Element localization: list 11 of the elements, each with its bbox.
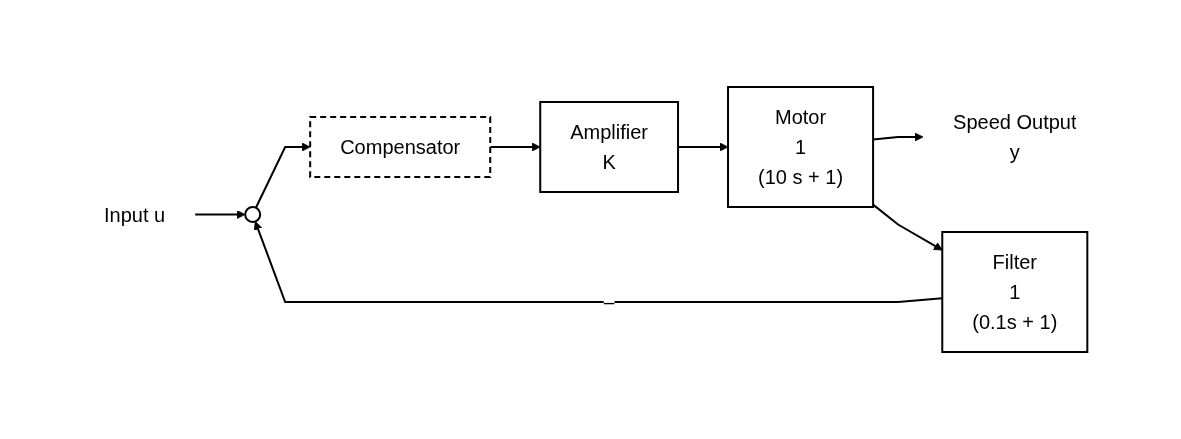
node-box: Filter 1 (0.1s + 1) xyxy=(941,231,1089,353)
arrow xyxy=(255,142,311,209)
node-box: Motor 1 (10 s + 1) xyxy=(727,86,875,208)
node-box: Compensator xyxy=(309,116,492,178)
edge-label: – xyxy=(603,291,615,313)
arrow xyxy=(872,203,943,251)
node-text: Speed Output y xyxy=(953,111,1077,163)
node-box: Amplifier K xyxy=(539,101,680,193)
node-text: Input u xyxy=(104,203,166,226)
arrow xyxy=(194,210,246,219)
node-circle xyxy=(244,206,262,223)
